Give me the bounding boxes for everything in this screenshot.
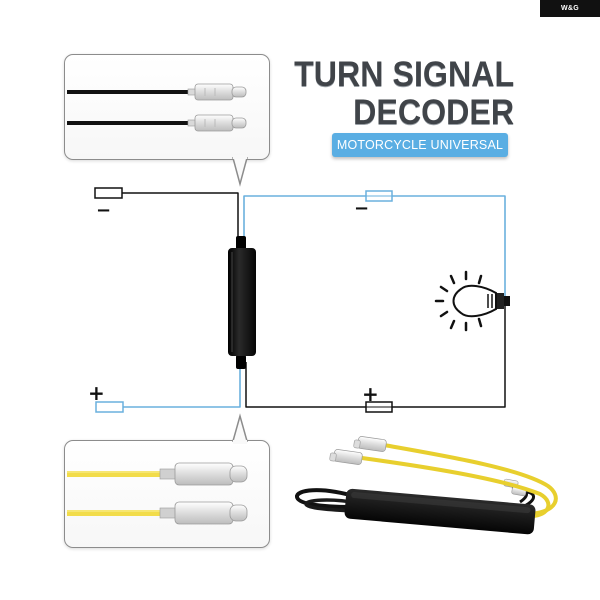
black-wire-1 [67, 83, 247, 101]
black-wire-top-left [122, 192, 239, 242]
title-line-2: DECODER [352, 93, 514, 132]
connector-bottom-left [95, 401, 124, 413]
polarity-bottom-right: + [362, 382, 379, 406]
polarity-bottom-left: + [88, 381, 105, 405]
blue-wire-top [243, 195, 506, 296]
product-title: TURN SIGNAL DECODER [294, 56, 514, 132]
brand-logo-text: W&G [560, 5, 579, 12]
connector-top-right [365, 190, 393, 202]
circuit-wires [122, 192, 506, 408]
black-wire-inset [64, 54, 270, 160]
black-wire-2 [67, 114, 247, 132]
bulb-icon [434, 270, 510, 332]
decoder-module [228, 236, 256, 369]
polarity-top-left: − [96, 200, 111, 221]
yellow-wire-1 [67, 462, 248, 486]
bottom-inset-pointer [232, 413, 248, 442]
photo-connector-2 [329, 449, 363, 465]
connector-top-left [94, 187, 123, 199]
yellow-wire-inset [64, 440, 270, 548]
brand-logo: W&G [540, 0, 600, 17]
yellow-wire-2 [67, 501, 248, 525]
product-photo [295, 436, 558, 535]
top-inset-pointer [232, 157, 248, 187]
title-line-1: TURN SIGNAL [293, 55, 514, 94]
universal-badge: MOTORCYCLE UNIVERSAL [332, 133, 508, 157]
photo-connector-1 [353, 436, 387, 452]
blue-wire-bottom-left [123, 362, 241, 408]
polarity-top-right: − [354, 198, 369, 219]
connector-bottom-right [365, 401, 393, 413]
